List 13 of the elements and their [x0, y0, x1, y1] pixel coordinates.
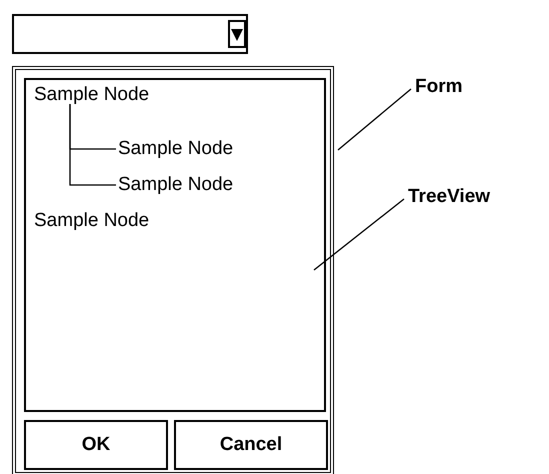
tree-item: Sample Node	[34, 84, 150, 106]
callout-label: Form	[415, 76, 462, 98]
tree-item: Sample Node	[118, 138, 234, 160]
tree-item: Sample Node	[34, 210, 150, 232]
tree-panel	[24, 78, 326, 412]
ok-button: OK	[24, 420, 168, 470]
window-frame	[12, 66, 334, 474]
leader-line	[314, 198, 404, 271]
tree-connector	[69, 104, 116, 186]
leader-line	[338, 88, 412, 150]
tree-item: Sample Node	[118, 174, 234, 196]
callout-label: TreeView	[408, 186, 490, 208]
cancel-button: Cancel	[174, 420, 328, 470]
